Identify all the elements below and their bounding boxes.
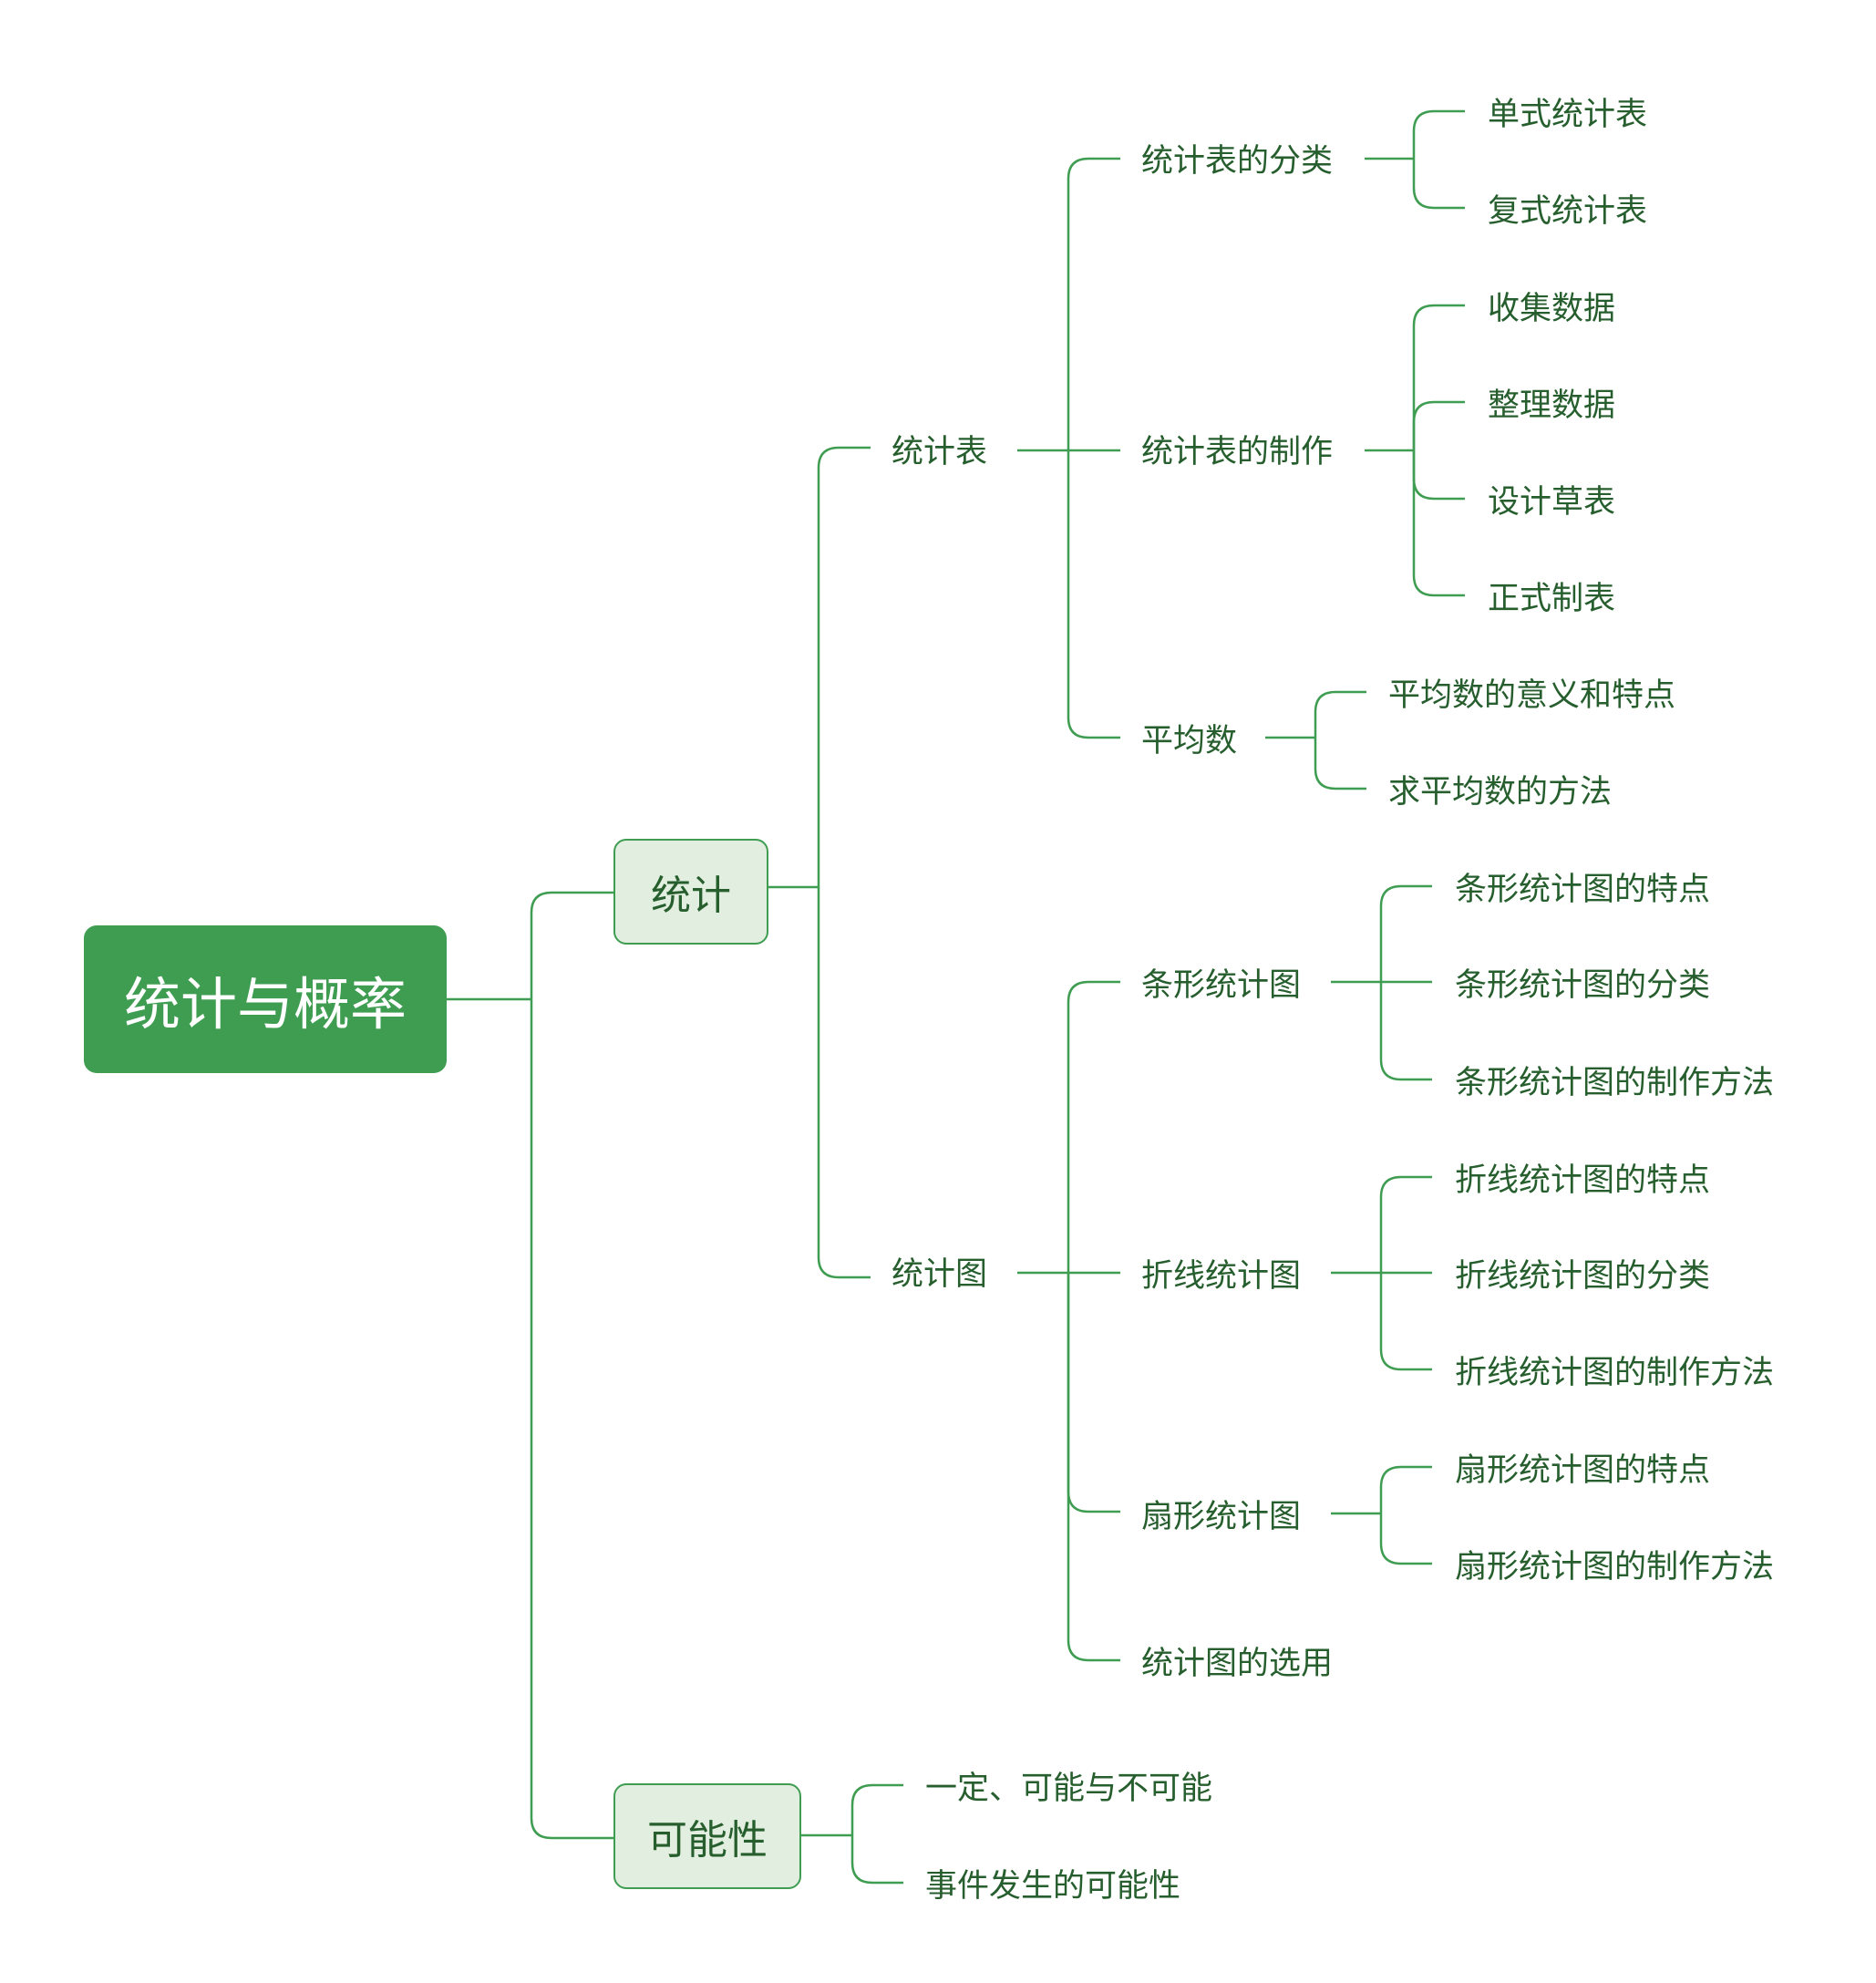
node-statistics-chart[interactable]: 统计图 — [892, 1256, 988, 1293]
branch-possibility-label: 可能性 — [647, 1817, 768, 1864]
connector-chart-to-pie — [1067, 1273, 1120, 1513]
connector-making-leaf-4 — [1412, 450, 1465, 597]
connector-making-leaf-2 — [1412, 400, 1465, 450]
node-statistics-table[interactable]: 统计表 — [892, 434, 988, 470]
connector-table-to-mean — [1067, 450, 1120, 739]
connector-bar-leaf-3 — [1379, 982, 1432, 1081]
leaf-pie-features[interactable]: 扇形统计图的特点 — [1455, 1452, 1711, 1489]
node-table-making[interactable]: 统计表的制作 — [1141, 434, 1334, 470]
connector-line-leaf-1 — [1379, 1175, 1432, 1273]
branch-stats[interactable]: 统计 — [613, 839, 768, 945]
connector-root-to-stats — [530, 891, 613, 999]
root-node[interactable]: 统计与概率 — [84, 925, 447, 1073]
leaf-line-features[interactable]: 折线统计图的特点 — [1455, 1162, 1711, 1199]
leaf-final-table[interactable]: 正式制表 — [1488, 581, 1616, 617]
node-line-chart[interactable]: 折线统计图 — [1141, 1258, 1302, 1295]
connector-making-leaf-1 — [1412, 304, 1465, 450]
leaf-line-method[interactable]: 折线统计图的制作方法 — [1455, 1355, 1775, 1391]
connector-stats-to-table — [817, 446, 871, 887]
branch-possibility[interactable]: 可能性 — [613, 1783, 801, 1889]
leaf-organize-data[interactable]: 整理数据 — [1488, 387, 1616, 424]
connector-pie-leaf-2 — [1379, 1513, 1432, 1565]
leaf-compound-table[interactable]: 复式统计表 — [1488, 193, 1648, 230]
node-mean[interactable]: 平均数 — [1141, 723, 1238, 759]
node-chart-choose[interactable]: 统计图的选用 — [1141, 1646, 1334, 1682]
connector-pie-leaf-1 — [1379, 1465, 1432, 1513]
leaf-bar-classification[interactable]: 条形统计图的分类 — [1455, 967, 1711, 1004]
node-table-classification[interactable]: 统计表的分类 — [1141, 143, 1334, 180]
leaf-collect-data[interactable]: 收集数据 — [1488, 291, 1616, 327]
connector-mean-leaf-1 — [1314, 690, 1366, 738]
connector-bar-leaf-1 — [1379, 884, 1432, 982]
leaf-bar-method[interactable]: 条形统计图的制作方法 — [1455, 1065, 1775, 1101]
connector-table-to-classification — [1067, 157, 1120, 450]
connector-classification-leaf-2 — [1412, 159, 1465, 210]
leaf-pie-method[interactable]: 扇形统计图的制作方法 — [1455, 1549, 1775, 1585]
connector-root-to-possibility — [530, 999, 613, 1840]
connector-making-leaf-3 — [1412, 450, 1465, 501]
node-pie-chart[interactable]: 扇形统计图 — [1141, 1499, 1302, 1535]
leaf-bar-features[interactable]: 条形统计图的特点 — [1455, 872, 1711, 908]
leaf-mean-method[interactable]: 求平均数的方法 — [1388, 774, 1613, 811]
connector-classification-leaf-1 — [1412, 109, 1465, 159]
connector-line-leaf-3 — [1379, 1273, 1432, 1371]
leaf-single-table[interactable]: 单式统计表 — [1488, 97, 1648, 133]
connector-possibility-leaf-1 — [850, 1783, 903, 1835]
leaf-mean-meaning[interactable]: 平均数的意义和特点 — [1388, 677, 1676, 714]
branch-stats-label: 统计 — [651, 873, 731, 919]
leaf-line-classification[interactable]: 折线统计图的分类 — [1455, 1258, 1711, 1295]
connector-mean-leaf-2 — [1314, 738, 1366, 790]
leaf-certain-possible-impossible[interactable]: 一定、可能与不可能 — [925, 1771, 1213, 1807]
root-label: 统计与概率 — [123, 971, 407, 1038]
connector-possibility-leaf-2 — [850, 1835, 903, 1885]
connector-chart-to-bar — [1067, 980, 1120, 1273]
connector-chart-to-choose — [1067, 1273, 1120, 1662]
leaf-event-possibility[interactable]: 事件发生的可能性 — [925, 1868, 1181, 1905]
leaf-design-draft[interactable]: 设计草表 — [1488, 484, 1616, 521]
connector-stats-to-chart — [817, 887, 871, 1279]
node-bar-chart[interactable]: 条形统计图 — [1141, 967, 1302, 1004]
